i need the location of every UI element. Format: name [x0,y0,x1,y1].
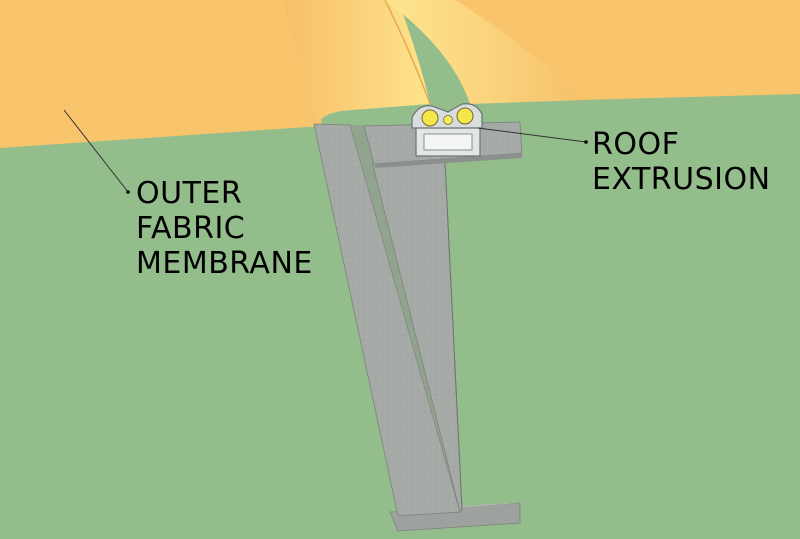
outer-fabric-membrane-label: OUTER FABRIC MEMBRANE [136,176,313,281]
leader-dot-fabric [126,190,130,194]
label-line: EXTRUSION [592,162,771,197]
beam-front-face-edge [444,161,463,511]
label-line: OUTER [136,176,243,211]
leader-line-fabric [63,109,129,193]
fabric-membrane-left [0,0,322,148]
leader-line-extrusion [477,127,587,143]
fabric-rounded-edge-left [282,0,430,126]
fabric-membrane-right [405,0,800,100]
roller-left [421,109,439,127]
beam-web-shadow-face [350,125,460,512]
roller-center [443,115,453,125]
fabric-rounded-edge-right [385,0,585,104]
roller-right [456,107,474,125]
beam-top-plate-edge [374,153,522,168]
extrusion-channel [423,133,473,151]
leader-dot-extrusion [584,140,588,144]
label-line: ROOF [592,127,680,162]
label-line: MEMBRANE [136,246,313,281]
fabric-seam-line [384,0,431,105]
roof-extrusion-label: ROOF EXTRUSION [592,127,771,197]
label-line: FABRIC [136,211,246,246]
